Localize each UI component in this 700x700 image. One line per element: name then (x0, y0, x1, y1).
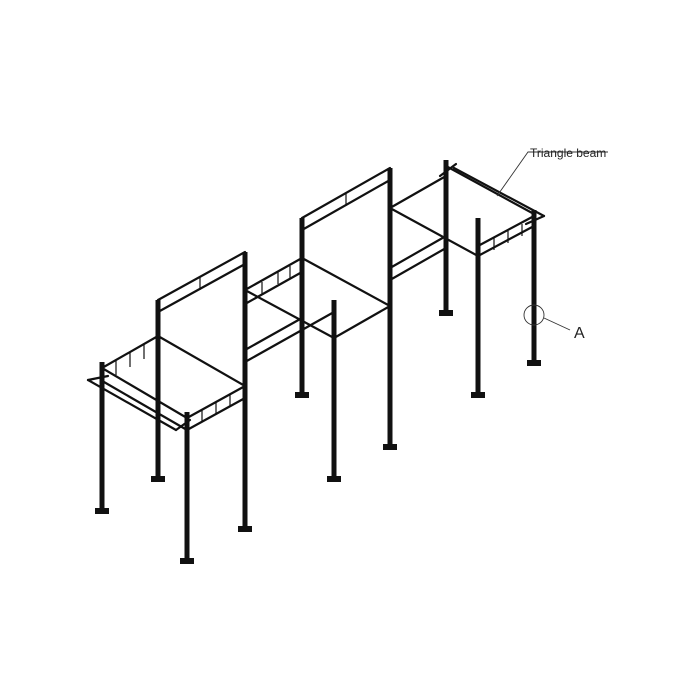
triangle-beam-callout: Triangle beam (496, 146, 608, 197)
base-plate (527, 360, 541, 366)
bay-centre-right (300, 166, 480, 450)
base-plate (238, 526, 252, 532)
detail-a-label: A (574, 325, 585, 342)
detail-a-callout: A (523, 304, 585, 342)
base-plate (439, 310, 453, 316)
base-plate (383, 444, 397, 450)
base-plate (327, 476, 341, 482)
base-plate (471, 392, 485, 398)
bay-right (438, 160, 546, 398)
base-plate (95, 508, 109, 514)
bay-centre-left (243, 218, 392, 482)
base-plate (295, 392, 309, 398)
base-plate (180, 558, 194, 564)
triangle-beam-label: Triangle beam (530, 146, 606, 160)
bay-left (86, 250, 252, 564)
base-plate (151, 476, 165, 482)
